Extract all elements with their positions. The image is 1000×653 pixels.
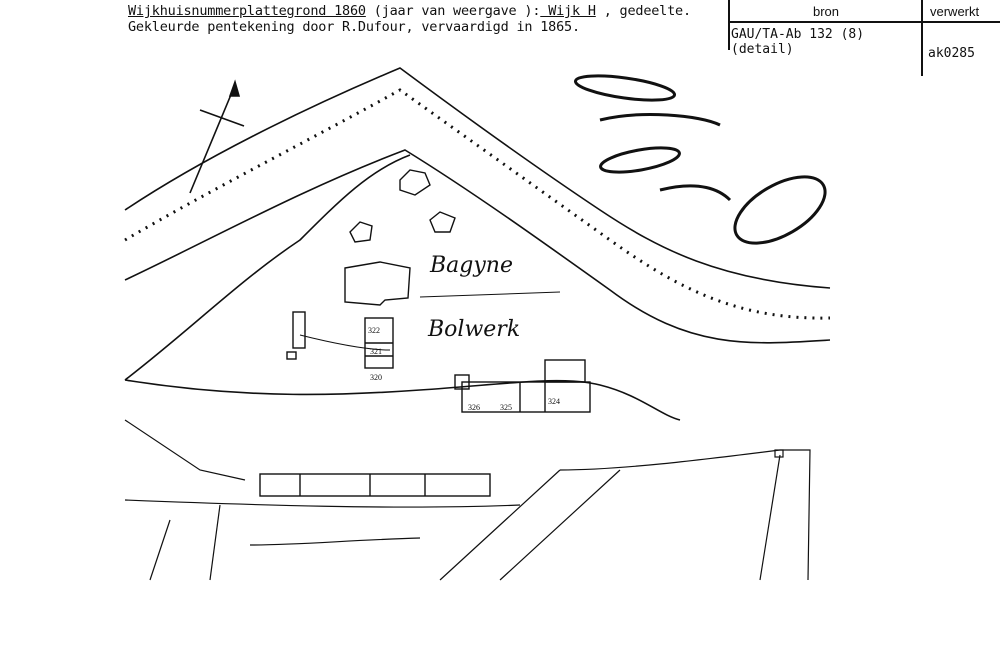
title-underlined: Wijkhuisnummerplattegrond 1860 (128, 3, 366, 19)
river-inner-bank (124, 149, 831, 344)
bastion-line (419, 291, 561, 298)
bastion-road (124, 154, 411, 381)
source-table: bron verwerkt GAU/TA-Ab 132 (8) (detail)… (728, 0, 1000, 76)
document-title: Wijkhuisnummerplattegrond 1860 (jaar van… (128, 3, 691, 19)
house-number: 325 (500, 403, 512, 412)
ward-label: Wijk H (540, 3, 596, 19)
table-divider (728, 0, 730, 50)
table-divider (921, 0, 923, 76)
buildings (259, 169, 591, 497)
table-divider (728, 21, 1000, 23)
processed-id: ak0285 (928, 46, 975, 61)
title-middle: (jaar van weergave ): (365, 3, 541, 19)
house-number: 326 (468, 403, 480, 412)
house-number: 322 (368, 326, 380, 335)
source-detail: (detail) (731, 42, 794, 57)
bastion-road (124, 379, 681, 421)
map-label-bolwerk: Bolwerk (427, 317, 520, 342)
column-header-source: bron (813, 4, 840, 19)
river-outer-bank (124, 67, 831, 289)
source-reference: GAU/TA-Ab 132 (8) (731, 27, 865, 42)
north-arrow-icon (189, 79, 245, 194)
house-number: 321 (370, 347, 382, 356)
column-header-processed: verwerkt (930, 4, 980, 19)
document-subtitle: Gekleurde pentekening door R.Dufour, ver… (128, 19, 580, 35)
title-end: , gedeelte. (595, 3, 691, 19)
house-number: 324 (548, 397, 560, 406)
calligraphic-title-decoration (573, 74, 827, 245)
house-number: 320 (370, 373, 382, 382)
bastion-line (299, 334, 391, 351)
city-blocks (124, 419, 811, 581)
map-label-bagyne: Bagyne (429, 253, 513, 278)
